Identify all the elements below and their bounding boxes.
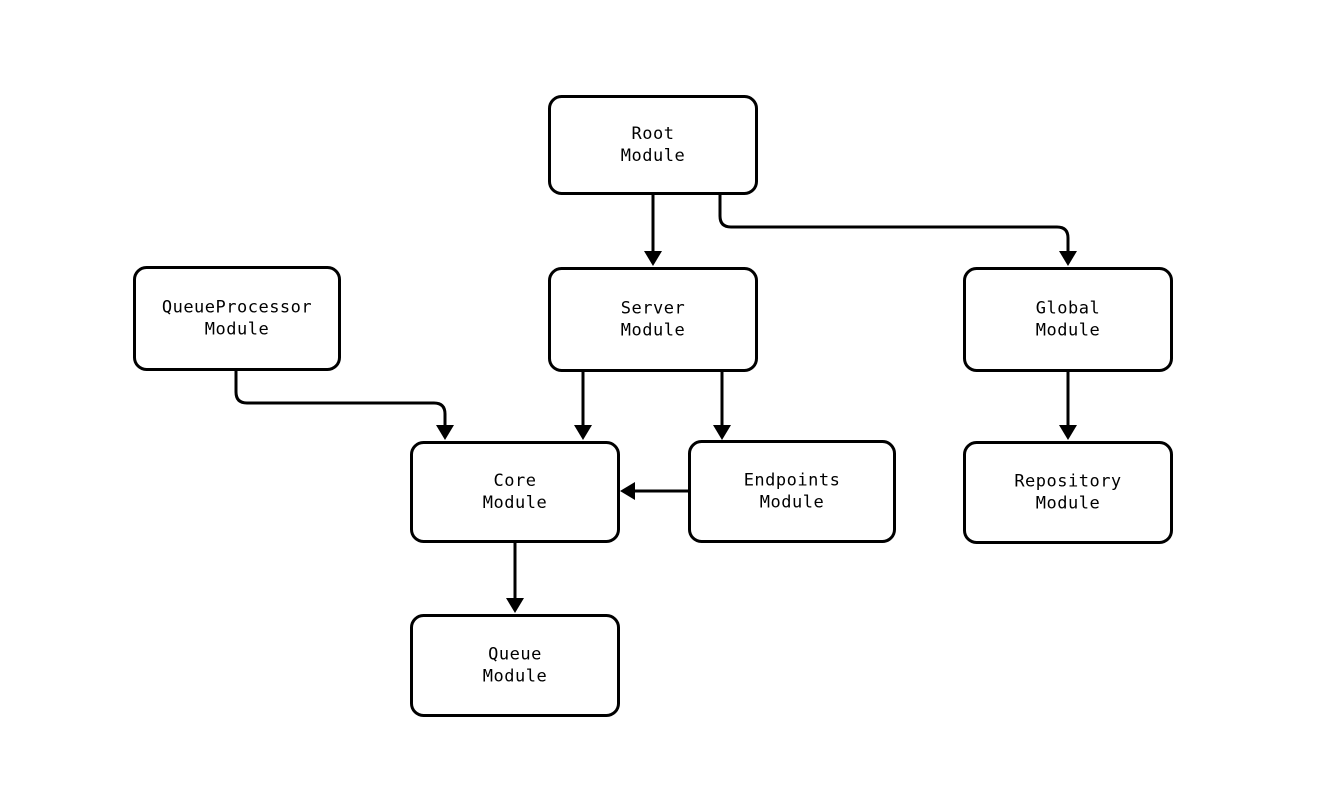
edge-core-to-queue	[506, 543, 524, 613]
node-box[interactable]	[410, 441, 620, 543]
node-label-secondary: Module	[1036, 494, 1100, 514]
node-label-primary: Core	[494, 471, 537, 491]
node-label-secondary: Module	[760, 493, 824, 513]
node-label-primary: Endpoints	[744, 471, 841, 491]
edge-arrowhead	[713, 425, 731, 440]
edge-arrowhead	[436, 425, 454, 440]
node-label-primary: QueueProcessor	[162, 298, 312, 318]
edge-global-to-repository	[1059, 372, 1077, 440]
node-box[interactable]	[548, 95, 758, 195]
node-box[interactable]	[410, 614, 620, 717]
edge-endpoints-to-core	[620, 482, 688, 500]
edge-queueprocessor-to-core	[234, 371, 454, 440]
edge-root-to-global	[718, 195, 1077, 266]
node-box[interactable]	[548, 267, 758, 372]
edge-arrowhead	[620, 482, 635, 500]
edge-server-to-endpoints	[713, 372, 731, 440]
nodes-layer: RootModuleQueueProcessorModuleServerModu…	[133, 95, 1173, 717]
node-box[interactable]	[688, 440, 896, 543]
node-label-secondary: Module	[621, 321, 685, 341]
node-label-secondary: Module	[621, 146, 685, 166]
node-label-secondary: Module	[483, 493, 547, 513]
edges-layer	[234, 195, 1077, 613]
node-box[interactable]	[963, 441, 1173, 544]
edge-root-to-server	[644, 195, 662, 266]
node-label-primary: Queue	[488, 645, 542, 665]
edge-arrowhead	[644, 251, 662, 266]
node-label-primary: Server	[621, 299, 685, 319]
node-label-primary: Repository	[1014, 472, 1121, 492]
node-box[interactable]	[133, 266, 341, 371]
node-box[interactable]	[963, 267, 1173, 372]
node-label-secondary: Module	[483, 667, 547, 687]
edge-arrowhead	[506, 598, 524, 613]
node-label-primary: Global	[1036, 299, 1100, 319]
edge-server-to-core	[574, 372, 592, 440]
node-label-secondary: Module	[1036, 321, 1100, 341]
edge-arrowhead	[574, 425, 592, 440]
node-label-primary: Root	[632, 124, 675, 144]
edge-line	[718, 195, 1070, 252]
node-label-secondary: Module	[205, 320, 269, 340]
edge-line	[234, 371, 447, 426]
edge-arrowhead	[1059, 251, 1077, 266]
edge-arrowhead	[1059, 425, 1077, 440]
